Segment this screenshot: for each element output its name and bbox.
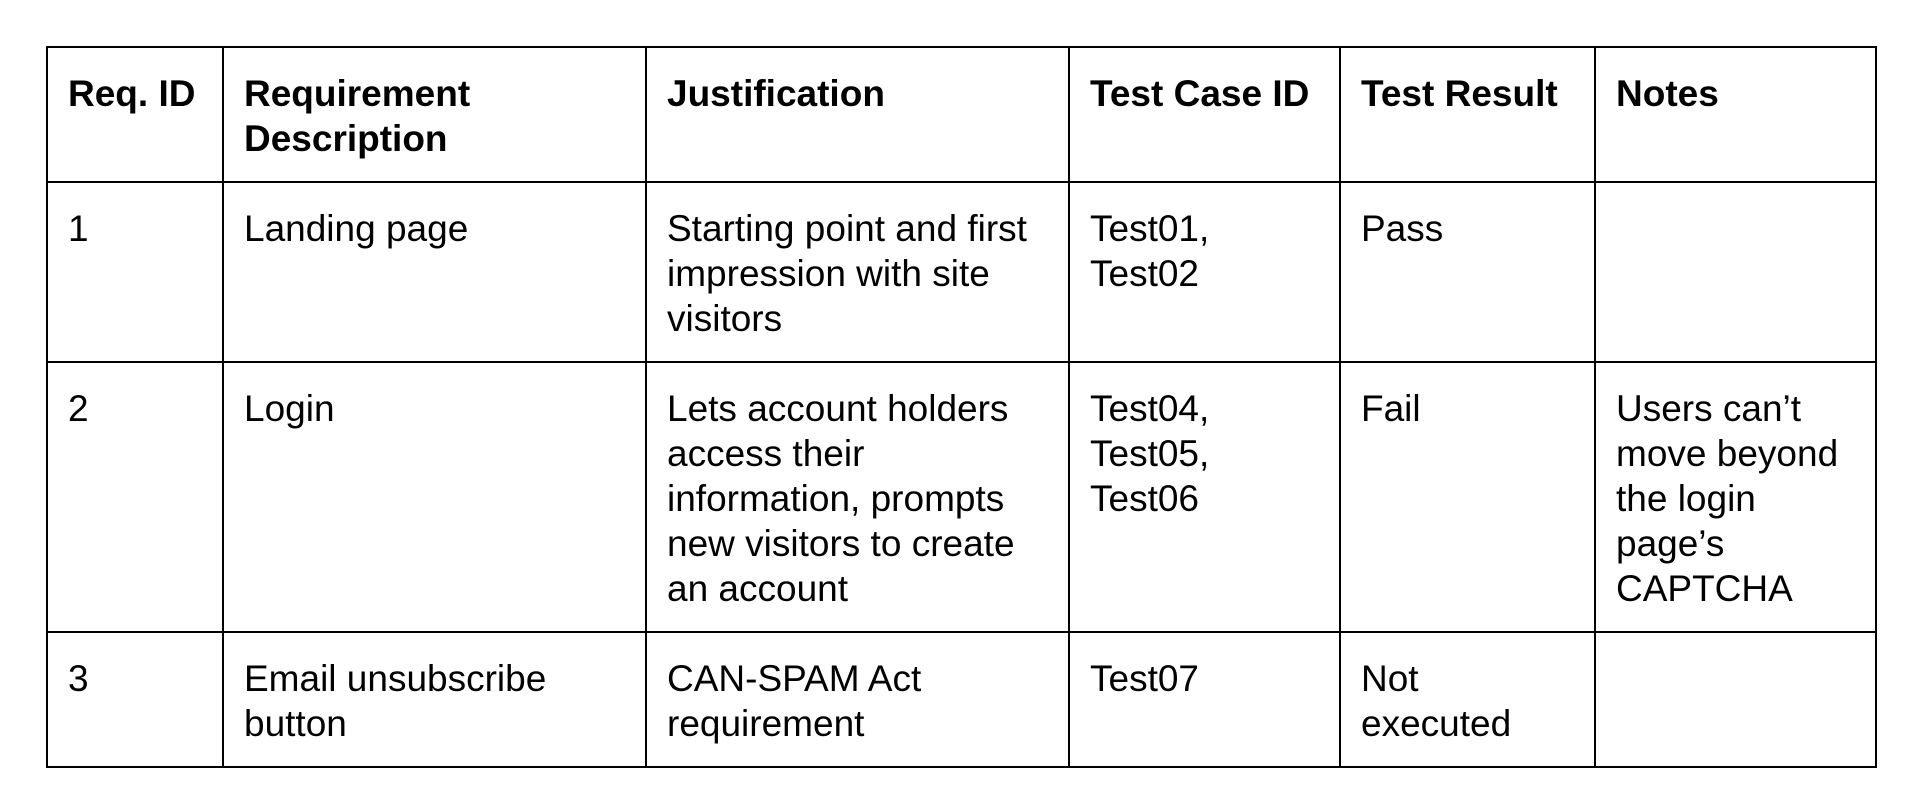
cell-requirement-description: Login [222, 361, 647, 633]
cell-test-result: Fail [1339, 361, 1596, 633]
cell-req-id: 3 [46, 631, 224, 768]
header-notes: Notes [1594, 46, 1877, 183]
header-justification: Justification [645, 46, 1070, 183]
cell-test-case-id: Test04, Test05, Test06 [1068, 361, 1341, 633]
table-row: 3 Email unsubscribe button CAN-SPAM Act … [46, 631, 1877, 768]
header-requirement-description: Requirement Description [222, 46, 647, 183]
cell-req-id: 1 [46, 181, 224, 363]
cell-justification: Starting point and first impression with… [645, 181, 1070, 363]
cell-justification: CAN-SPAM Act requirement [645, 631, 1070, 768]
cell-requirement-description: Email unsubscribe button [222, 631, 647, 768]
header-row: Req. ID Requirement Description Justific… [46, 46, 1877, 183]
cell-test-case-id: Test01, Test02 [1068, 181, 1341, 363]
cell-test-result: Not executed [1339, 631, 1596, 768]
cell-requirement-description: Landing page [222, 181, 647, 363]
cell-notes [1594, 631, 1877, 768]
table-row: 2 Login Lets account holders access thei… [46, 361, 1877, 633]
cell-notes: Users can’t move beyond the login page’s… [1594, 361, 1877, 633]
cell-justification: Lets account holders access their inform… [645, 361, 1070, 633]
header-test-case-id: Test Case ID [1068, 46, 1341, 183]
table-row: 1 Landing page Starting point and first … [46, 181, 1877, 363]
header-req-id: Req. ID [46, 46, 224, 183]
cell-req-id: 2 [46, 361, 224, 633]
requirements-traceability-table: Req. ID Requirement Description Justific… [46, 46, 1877, 768]
cell-test-result: Pass [1339, 181, 1596, 363]
cell-test-case-id: Test07 [1068, 631, 1341, 768]
cell-notes [1594, 181, 1877, 363]
header-test-result: Test Result [1339, 46, 1596, 183]
